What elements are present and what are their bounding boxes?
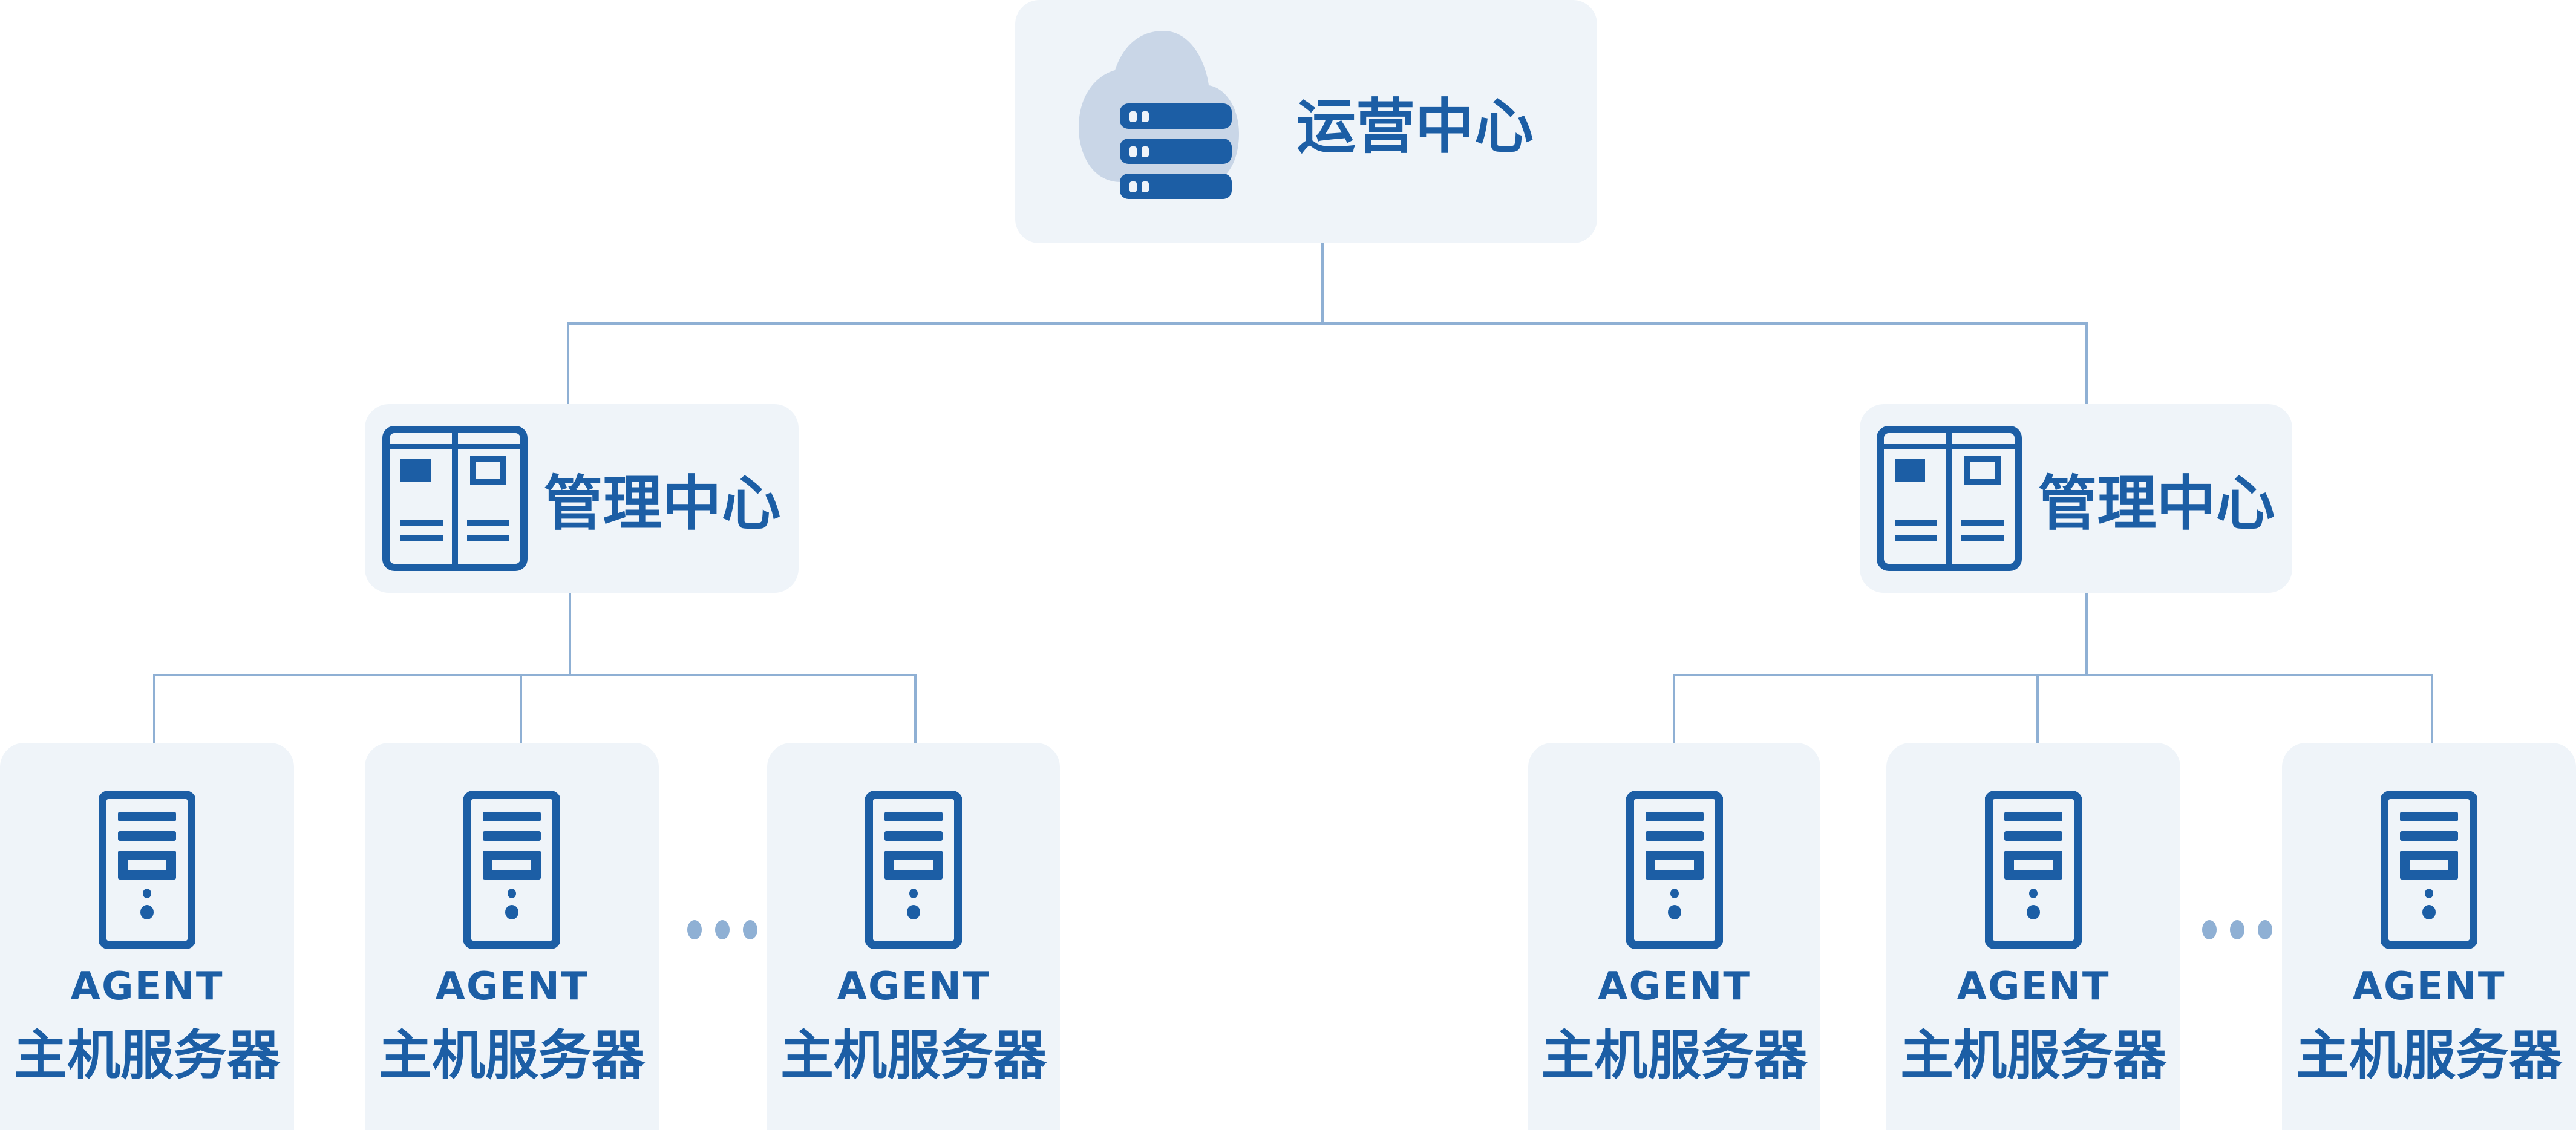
management-center-label: 管理中心 bbox=[543, 469, 781, 538]
agent-host-node: AGENT 主机服务器 bbox=[1886, 743, 2180, 1130]
connector bbox=[567, 322, 569, 404]
connector bbox=[2431, 674, 2433, 743]
agent-label: 主机服务器 bbox=[1541, 1024, 1808, 1086]
server-tower-icon bbox=[463, 791, 560, 949]
management-center-node: 管理中心 bbox=[365, 404, 799, 593]
agent-label: 主机服务器 bbox=[2295, 1024, 2562, 1086]
operations-center-label: 运营中心 bbox=[1296, 93, 1534, 162]
cloud-server-icon bbox=[1078, 31, 1239, 199]
cabinet-icon bbox=[382, 426, 528, 571]
agent-title: AGENT bbox=[2352, 964, 2506, 1009]
connector bbox=[520, 674, 522, 743]
ellipsis-icon bbox=[2202, 920, 2272, 939]
management-center-node: 管理中心 bbox=[1860, 404, 2292, 593]
agent-host-node: AGENT 主机服务器 bbox=[0, 743, 294, 1130]
agent-label: 主机服务器 bbox=[13, 1024, 280, 1086]
connector bbox=[914, 674, 917, 743]
agent-label: 主机服务器 bbox=[1900, 1024, 2166, 1086]
server-tower-icon bbox=[99, 791, 195, 949]
operations-center-node: 运营中心 bbox=[1015, 0, 1597, 243]
cabinet-icon bbox=[1877, 426, 2022, 571]
agent-host-node: AGENT 主机服务器 bbox=[1528, 743, 1820, 1130]
agent-title: AGENT bbox=[435, 964, 589, 1009]
agent-host-node: AGENT 主机服务器 bbox=[2282, 743, 2576, 1130]
connector bbox=[1673, 674, 2433, 676]
server-tower-icon bbox=[1985, 791, 2082, 949]
connector bbox=[2036, 674, 2039, 743]
server-tower-icon bbox=[865, 791, 962, 949]
connector bbox=[2085, 322, 2088, 404]
management-center-label: 管理中心 bbox=[2038, 469, 2275, 538]
agent-label: 主机服务器 bbox=[780, 1024, 1047, 1086]
connector bbox=[1673, 674, 1675, 743]
connector bbox=[2085, 593, 2088, 675]
agent-title: AGENT bbox=[70, 964, 224, 1009]
agent-label: 主机服务器 bbox=[378, 1024, 645, 1086]
ellipsis-icon bbox=[687, 920, 757, 939]
connector bbox=[153, 674, 155, 743]
connector bbox=[569, 593, 571, 675]
connector bbox=[153, 674, 917, 676]
agent-host-node: AGENT 主机服务器 bbox=[365, 743, 659, 1130]
server-tower-icon bbox=[1626, 791, 1723, 949]
agent-title: AGENT bbox=[1957, 964, 2110, 1009]
agent-title: AGENT bbox=[1598, 964, 1751, 1009]
connector bbox=[1321, 243, 1324, 324]
agent-title: AGENT bbox=[837, 964, 990, 1009]
connector bbox=[567, 322, 2088, 325]
server-tower-icon bbox=[2381, 791, 2477, 949]
agent-host-node: AGENT 主机服务器 bbox=[767, 743, 1060, 1130]
